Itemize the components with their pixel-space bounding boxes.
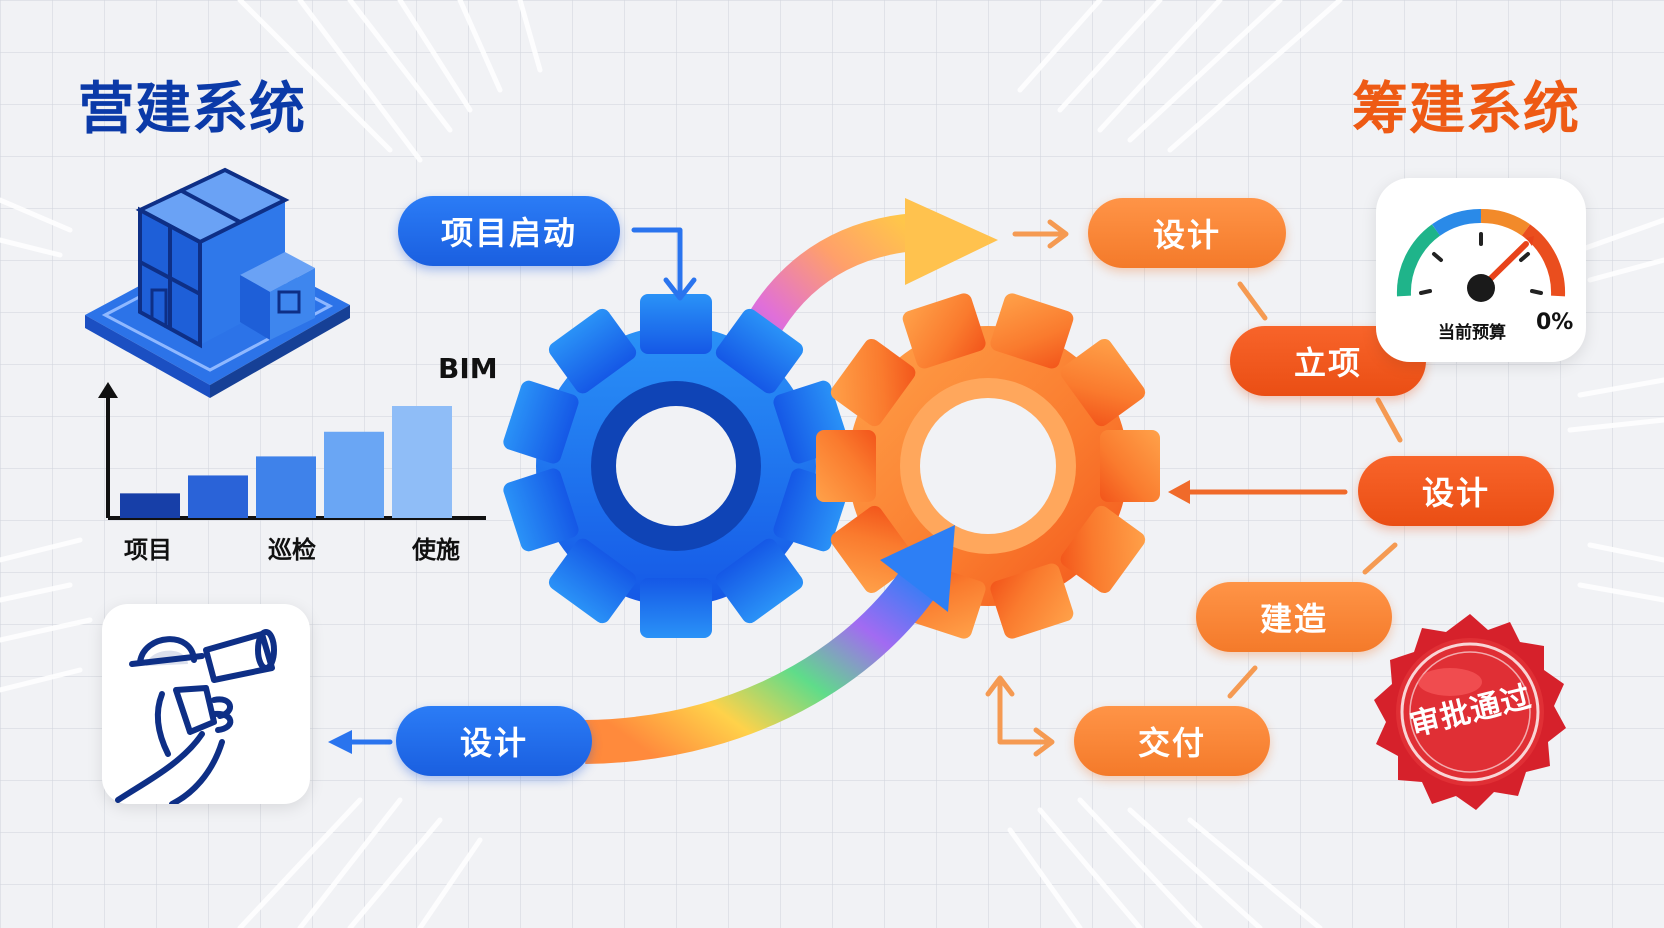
connector-4: [1227, 665, 1258, 699]
start-down-arrow: [631, 227, 683, 295]
chart-x-label-2: 巡检: [268, 536, 316, 564]
approval-stamp-icon: [1374, 614, 1566, 810]
bim-chart-svg: [98, 382, 486, 520]
orange-gear-icon: [816, 293, 1160, 639]
left-arrowhead: [328, 730, 352, 754]
inspector-card: [102, 604, 310, 807]
gauge-value: 0%: [1536, 310, 1574, 335]
blue-gear-icon: [503, 294, 849, 638]
delivery-button[interactable]: 交付: [1074, 706, 1270, 776]
isometric-building-icon: [85, 167, 350, 398]
design-back-arrowhead: [1168, 480, 1190, 504]
budget-gauge-card: 当前预算 0%: [1376, 178, 1586, 362]
chart-y-axis-arrowhead: [98, 382, 118, 398]
gauge-label: 当前预算: [1438, 323, 1506, 343]
chart-x-label-3: 使施: [412, 536, 460, 564]
delivery-arrow: [997, 679, 1051, 745]
start-down-arrowhead: [663, 277, 697, 301]
gauge-dial-icon: [1396, 208, 1566, 302]
left-system-title: 营建系统: [78, 77, 306, 142]
connector-3: [1362, 542, 1398, 575]
left-design-button[interactable]: 设计: [396, 706, 592, 776]
inspector-telescope-icon: [115, 629, 277, 807]
to-design-arrowhead: [1047, 219, 1069, 249]
delivery-arrowhead-up: [985, 675, 1015, 697]
bottom-flow-arrow: [584, 553, 949, 764]
bottom-flow-arrowhead: [880, 525, 955, 612]
project-start-button[interactable]: 项目启动: [398, 196, 620, 266]
right-system-title: 筹建系统: [1352, 77, 1580, 142]
chart-x-label-1: 项目: [124, 536, 172, 564]
construction-button[interactable]: 建造: [1196, 582, 1392, 652]
chart-title: BIM: [438, 352, 498, 385]
connector-2: [1375, 397, 1403, 443]
delivery-arrowhead-right: [1033, 727, 1055, 757]
right-design-top-button[interactable]: 设计: [1088, 198, 1286, 268]
chart-bar-4: [324, 431, 384, 518]
right-design-mid-button[interactable]: 设计: [1358, 456, 1554, 526]
connector-1: [1237, 281, 1268, 321]
bim-chart: BIM 项目 巡检 使施: [92, 346, 498, 566]
chart-bar-5: [392, 406, 452, 518]
chart-bar-3: [256, 456, 316, 518]
chart-bar-1: [120, 493, 180, 518]
chart-bar-2: [188, 475, 248, 518]
top-flow-arrowhead: [905, 198, 998, 285]
